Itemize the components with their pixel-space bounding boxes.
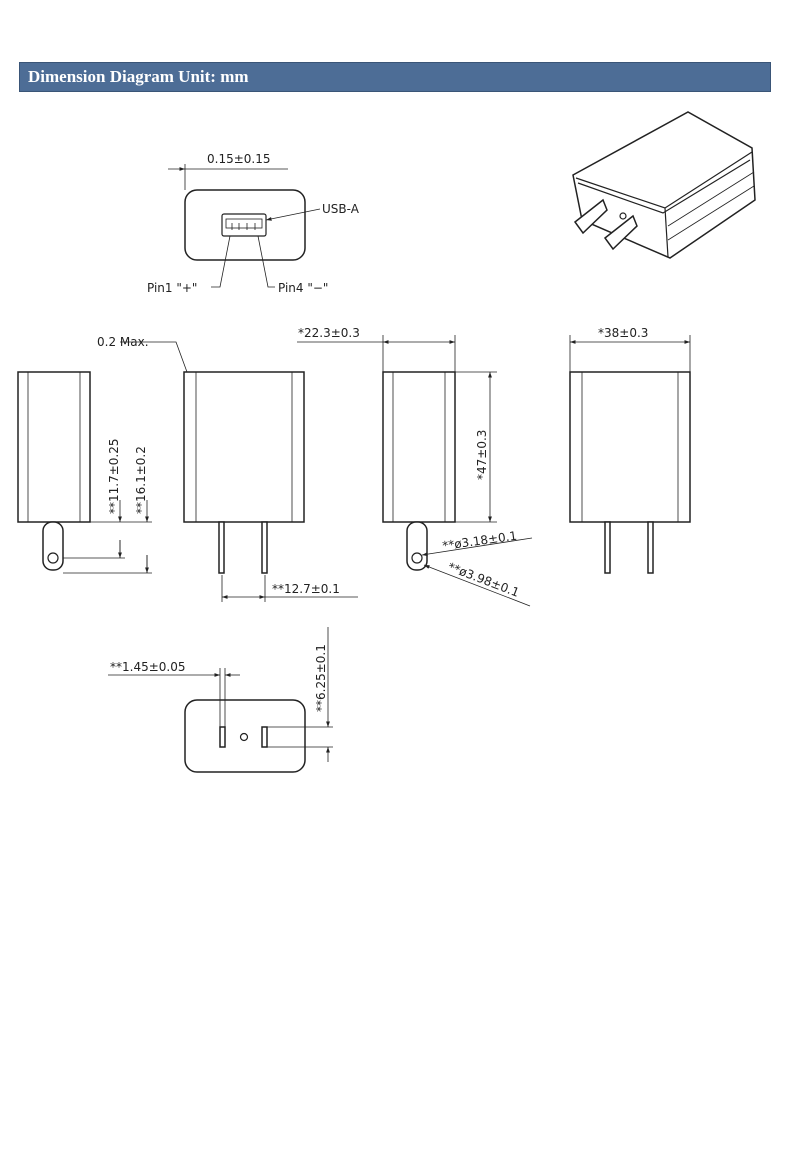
plug-face-view: **1.45±0.05 **6.25±0.1 [108, 627, 333, 773]
front-body [183, 371, 305, 523]
pin-thickness-dimension: **1.45±0.05 [110, 660, 186, 674]
usb-type-label: USB-A [322, 202, 360, 216]
section-header-bar: Dimension Diagram Unit: mm [19, 62, 771, 92]
depth-dimension: *22.3±0.3 [298, 326, 360, 340]
pin-spacing-dimension: **12.7±0.1 [272, 582, 340, 596]
pin-width-dimension: **6.25±0.1 [314, 644, 328, 712]
back-view: *38±0.3 [569, 326, 691, 574]
iso-prong-right [603, 214, 638, 251]
usb-face-outline [184, 189, 306, 261]
front-pin-left [218, 521, 225, 574]
back-pin-left [604, 521, 611, 574]
max-gap-label: 0.2 Max. [97, 335, 149, 349]
hole-inner-diameter-dimension: **ø3.18±0.1 [441, 529, 517, 553]
front-pin-right [261, 521, 268, 574]
back-body [569, 371, 691, 523]
usb-a-tongue [225, 218, 263, 229]
side-view-left: **11.7±0.25 **16.1±0.2 [17, 371, 152, 574]
pin4-label: Pin4 "−" [278, 281, 328, 295]
width-dimension: *38±0.3 [598, 326, 648, 340]
side-left-pin-hole [47, 552, 59, 564]
pin-hole-position-dimension: **11.7±0.25 [107, 439, 121, 515]
usb-a-port [221, 213, 267, 237]
side-view-right: *22.3±0.3 *47±0.3 **ø3.18±0.1 **ø3.98±0.… [297, 326, 533, 607]
iso-body-outline [572, 111, 756, 259]
back-pin-right [647, 521, 654, 574]
iso-center-hole [619, 212, 627, 220]
front-view: 0.2 Max. **12.7±0.1 [97, 335, 358, 602]
usb-offset-dimension: 0.15±0.15 [207, 152, 271, 166]
hole-outer-diameter-dimension: **ø3.98±0.1 [446, 560, 521, 600]
side-right-body [382, 371, 456, 523]
section-title: Dimension Diagram Unit: mm [28, 67, 249, 86]
plug-slot-left [219, 726, 226, 748]
isometric-view [572, 111, 756, 259]
side-left-body [17, 371, 91, 523]
plug-center-hole [239, 732, 249, 742]
pin1-label: Pin1 "+" [147, 281, 197, 295]
plug-slot-right [261, 726, 268, 748]
pin-length-dimension: **16.1±0.2 [134, 446, 148, 514]
side-right-pin-hole [411, 552, 423, 564]
height-dimension: *47±0.3 [475, 430, 489, 480]
iso-prong-left [573, 198, 608, 235]
plug-face-outline [184, 699, 306, 773]
usb-face-view: 0.15±0.15 USB-A Pin1 "+" Pin4 "−" [147, 152, 360, 295]
